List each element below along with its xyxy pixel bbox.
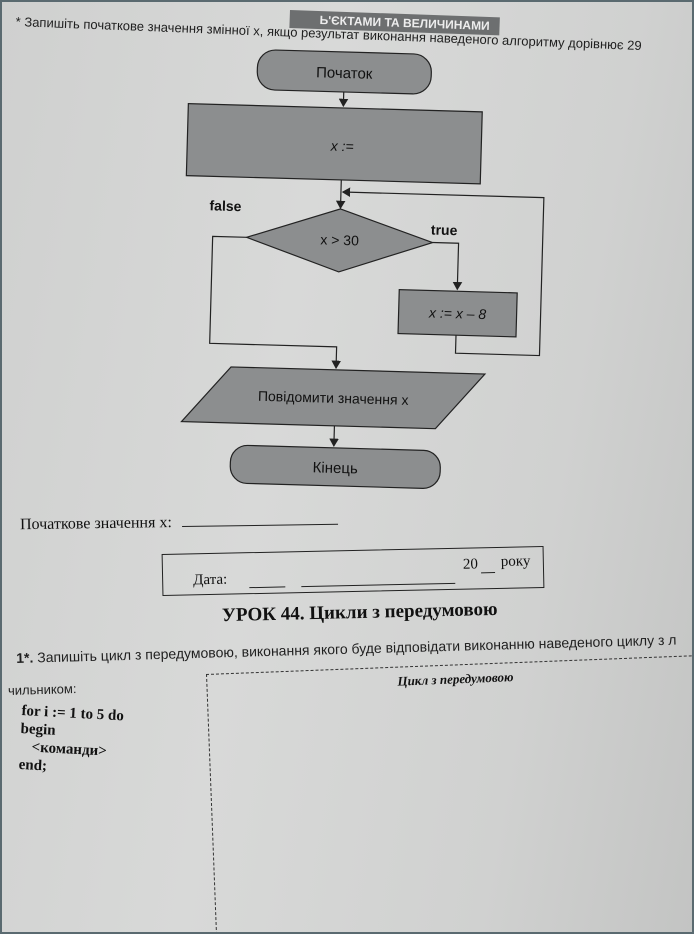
answer-area-title: Цикл з передумовою [397,669,514,689]
start-label: Початок [316,64,373,83]
end-label: Кінець [312,459,358,477]
task1-number: 1*. [16,649,34,666]
date-year-suffix: року [500,553,531,570]
answer-area[interactable]: Цикл з передумовою [206,654,692,932]
true-label: true [431,221,458,238]
date-year-blank[interactable] [480,558,496,574]
date-year-prefix: 20 [462,556,479,573]
condition-label: x > 30 [320,231,359,248]
false-path [209,235,342,370]
code-block: for i := 1 to 5 do begin <команди> end; [18,702,124,779]
assign-block [185,103,483,185]
date-month-blank[interactable] [301,568,456,588]
flowchart: Початок x := x > 30 false true x := x – … [180,49,545,489]
date-label: Дата: [192,571,228,589]
date-box: Дата: 20 року [161,546,545,596]
condition-diamond [244,208,435,273]
task1-text-cont: чильником: [7,681,77,698]
answer-row: Початкове значення x: [19,509,338,534]
arrow-output-end [329,425,339,448]
answer-blank[interactable] [181,509,338,527]
output-label: Повідомити значення x [258,388,409,408]
answer-label: Початкове значення x: [19,514,172,534]
decrement-label: x := x – 8 [428,304,487,322]
output-parallelogram [180,366,487,430]
date-day-blank[interactable] [249,572,286,589]
true-path [432,241,463,291]
arrow-assign-cond [335,179,346,210]
lesson-title: УРОК 44. Цикли з передумовою [221,598,498,627]
false-label: false [209,197,242,214]
end-terminator [229,444,441,489]
loop-back-path [341,187,545,357]
decrement-block [397,288,518,338]
assign-label: x := [330,138,354,155]
